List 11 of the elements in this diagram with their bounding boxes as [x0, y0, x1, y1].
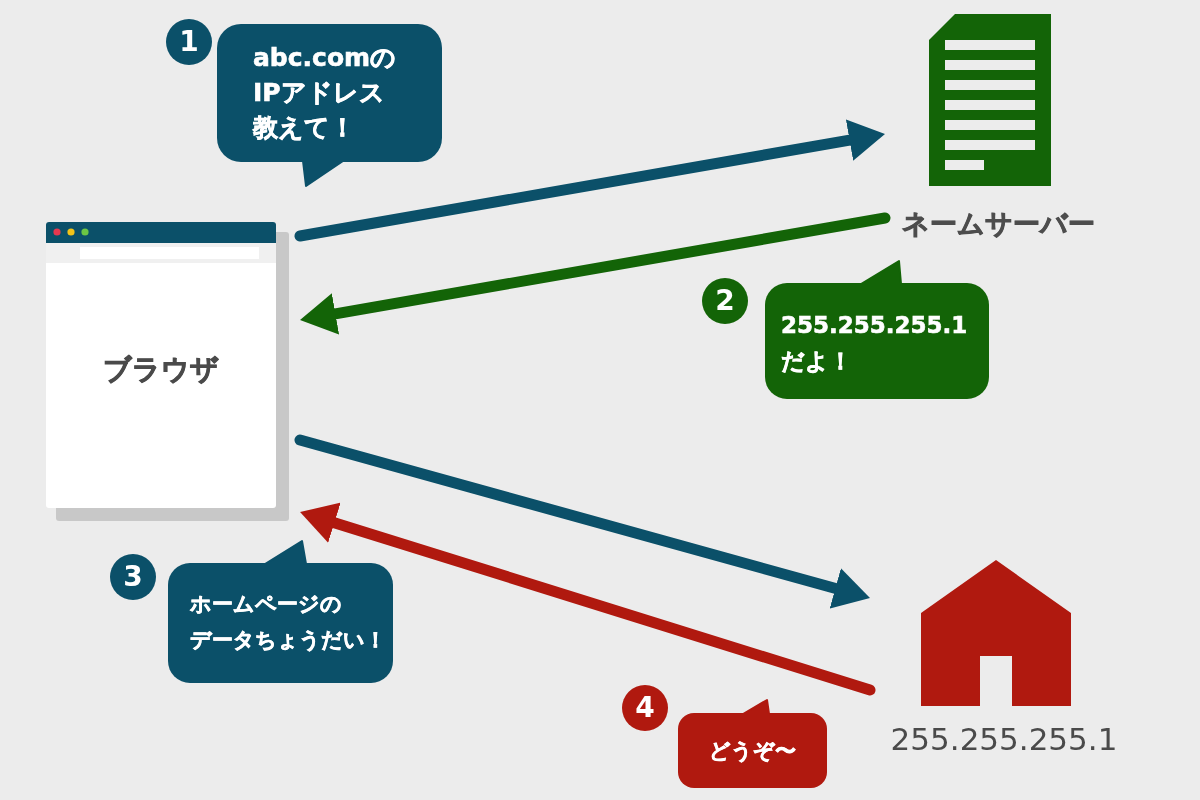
- node-label: ネームサーバー: [901, 208, 1095, 240]
- step-number: 3: [110, 554, 156, 600]
- arrow: [300, 502, 876, 696]
- step-number: 2: [702, 278, 748, 324]
- node-label: ブラウザ: [103, 353, 219, 387]
- arrow: [294, 434, 870, 609]
- arrow: [294, 119, 885, 242]
- arrow: [300, 212, 891, 335]
- step-number: 4: [622, 685, 668, 731]
- node-label: 255.255.255.1: [890, 722, 1118, 756]
- step-number: 1: [166, 19, 212, 65]
